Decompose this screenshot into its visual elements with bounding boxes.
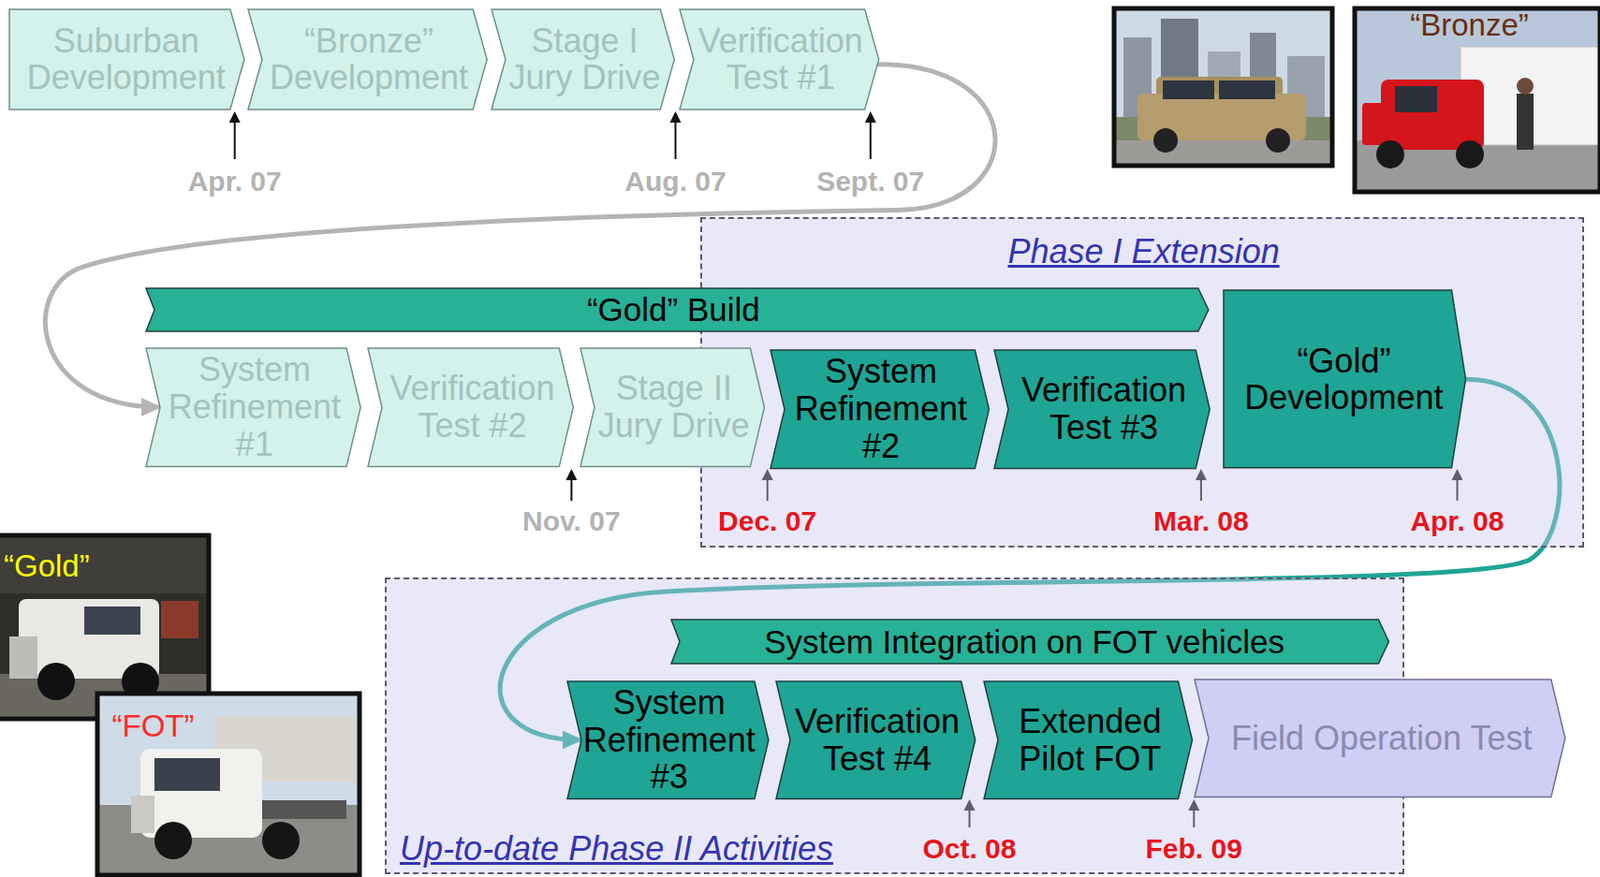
photo-caption: “Gold” [3, 548, 90, 585]
milestone-date: Aug. 07 [624, 165, 726, 199]
stage-label: “Bronze” Development [258, 22, 480, 97]
milestone-date: Dec. 07 [718, 505, 817, 539]
stage-label: Verification Test #1 [689, 22, 872, 97]
milestone-date: Oct. 08 [922, 833, 1016, 867]
stage-label: Verification Test #3 [1004, 371, 1203, 446]
stage-chevron: System Refinement #3 [566, 680, 770, 801]
stage-chevron: Verification Test #2 [366, 347, 574, 469]
stage-label: System Refinement #2 [780, 352, 983, 465]
milestone-date: Apr. 08 [1409, 505, 1504, 539]
milestone-date: Feb. 09 [1145, 833, 1243, 867]
stage-label: Verification Test #4 [786, 703, 969, 778]
phase-title: Phase I Extension [1008, 233, 1280, 271]
stage-label: System Refinement #3 [577, 684, 762, 796]
stage-label: Stage II Jury Drive [590, 369, 758, 444]
milestone-date: Nov. 07 [522, 505, 621, 539]
bronze-photo [1354, 8, 1600, 192]
stage-label: Field Operation Test [1204, 719, 1558, 758]
milestone-date: Mar. 08 [1153, 505, 1249, 539]
milestone-date: Sept. 07 [816, 165, 925, 199]
stage-label: Verification Test #2 [378, 369, 566, 444]
phase-title: Up-to-date Phase II Activities [399, 830, 834, 868]
suburban-photo [1114, 8, 1333, 166]
stage-chevron: Verification Test #4 [775, 680, 977, 801]
stage-label: Extended Pilot FOT [994, 703, 1186, 778]
stage-chevron: “Bronze” Development [247, 8, 488, 111]
bar-label: “Gold” Build [587, 292, 761, 329]
stage-label: “Gold” Development [1230, 342, 1459, 417]
stage-chevron: Field Operation Test [1193, 678, 1567, 799]
build-bar: “Gold” Build [145, 287, 1210, 333]
stage-label: Suburban Development [15, 22, 237, 97]
stage-chevron: Extended Pilot FOT [983, 680, 1194, 801]
stage-chevron: Stage I Jury Drive [490, 8, 676, 111]
photo-caption: “Bronze” [1409, 7, 1529, 44]
bar-label: System Integration on FOT vehicles [763, 624, 1285, 661]
stage-label: Stage I Jury Drive [501, 22, 667, 97]
stage-chevron: Suburban Development [8, 8, 246, 111]
fot-photo [97, 693, 360, 877]
stage-label: System Refinement #1 [156, 351, 353, 463]
stage-chevron: Verification Test #1 [678, 8, 881, 111]
stage-chevron: System Refinement #1 [145, 347, 362, 469]
build-bar: System Integration on FOT vehicles [670, 618, 1390, 665]
photo-caption: “FOT” [112, 708, 195, 745]
phase-region: Phase I ExtensionSystem Refinement #2 Ver… [700, 217, 1585, 548]
stage-chevron: “Gold” Development [1222, 289, 1467, 470]
milestone-date: Apr. 07 [188, 165, 282, 199]
stage-chevron: Verification Test #3 [993, 349, 1211, 470]
stage-chevron: System Refinement #2 [769, 349, 990, 470]
stage-chevron: Stage II Jury Drive [579, 347, 765, 469]
